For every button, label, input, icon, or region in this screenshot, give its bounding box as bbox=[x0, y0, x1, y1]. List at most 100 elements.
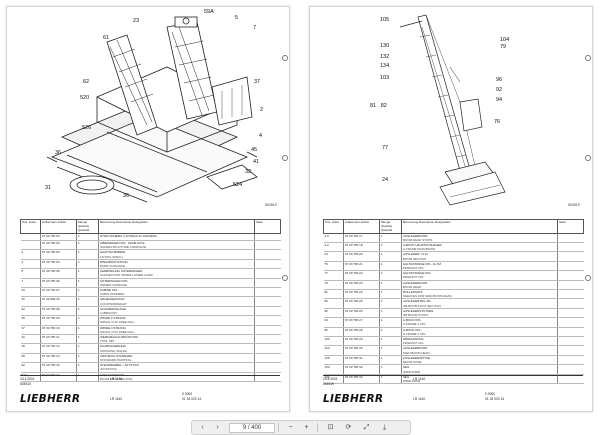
part-page bbox=[254, 249, 281, 260]
part-position-text: 7 bbox=[21, 278, 24, 283]
callout-label: 41 bbox=[253, 159, 260, 165]
part-article-number: 97 00 750 23 bbox=[343, 280, 380, 291]
part-position-text: 5 bbox=[21, 269, 24, 274]
part-quantity-text: 1 bbox=[78, 241, 80, 245]
part-position: 45 bbox=[20, 343, 41, 354]
part-description: KABINE KPL.CABIN OFFERED bbox=[98, 287, 255, 298]
part-page bbox=[557, 345, 584, 356]
table-header-row: Pos. Index Artikel Item Article Menge Qu… bbox=[20, 219, 281, 234]
zoom-in-button[interactable]: + bbox=[304, 424, 309, 431]
part-description-text: AUSLEGERKOPF bbox=[403, 233, 428, 238]
part-description-english: WIRE ROPE bbox=[403, 369, 421, 374]
part-quantity: 1 bbox=[76, 315, 99, 326]
part-quantity-text: 1 bbox=[78, 278, 80, 283]
part-position: 104 bbox=[323, 345, 344, 356]
next-page-button[interactable]: › bbox=[216, 424, 219, 431]
part-position-text: 62 bbox=[21, 363, 25, 368]
part-quantity-text: 1 bbox=[78, 353, 80, 358]
part-position-text: 37 bbox=[21, 325, 25, 330]
binder-hole bbox=[585, 55, 591, 61]
part-quantity-text: 1 bbox=[78, 316, 80, 321]
callout-label: 59A bbox=[204, 9, 214, 15]
part-description-english: CABIN OFFERED bbox=[100, 292, 125, 297]
part-position-text: 59 bbox=[21, 353, 25, 358]
zoom-out-button[interactable]: − bbox=[288, 424, 293, 431]
callout-label: 524 bbox=[233, 182, 243, 188]
fullscreen-icon[interactable]: ⤢ bbox=[363, 424, 370, 431]
part-article-number: 97 00 750 33 bbox=[343, 374, 380, 385]
callout-label: 5 bbox=[235, 15, 239, 21]
part-description-english: SUPERSTRUCTURE COMPLETE bbox=[100, 245, 147, 250]
part-description-english: UNDER CARRIAGE bbox=[100, 282, 128, 287]
crane-boom-drawing: 105 130 132 134 103 81 . 82 77 24 104 79… bbox=[310, 7, 592, 212]
part-position: 77 bbox=[323, 270, 344, 281]
part-quantity: 1 bbox=[76, 259, 99, 270]
part-description-text: HYDR.SCHEMA / HYDRAULIC DIAGRAM bbox=[100, 233, 157, 238]
part-description-text: RINGABSTÜTZUNG bbox=[100, 259, 128, 264]
part-description-english: PENDANT CPL. bbox=[403, 341, 425, 346]
callout-label: 104 bbox=[500, 37, 510, 43]
part-quantity-text: 1 bbox=[381, 327, 383, 332]
part-position: 5 bbox=[20, 268, 41, 279]
drawing-number: 504519 bbox=[568, 203, 580, 207]
part-quantity: 1 bbox=[379, 233, 402, 244]
liebherr-logo: LIEBHERR bbox=[20, 393, 81, 405]
part-description-text: AUSLEGERKOPF bbox=[403, 280, 428, 285]
part-description: HALTESTANGE KPL.PENDANT CPL. bbox=[401, 270, 558, 281]
part-article-number-text: 97 00 750 22 bbox=[345, 271, 363, 276]
part-quantity-text: 1 bbox=[381, 290, 383, 295]
part-quantity-text: 1 bbox=[381, 355, 383, 360]
part-description-text: HAUPTHUBWERK bbox=[100, 250, 126, 255]
callout-label: 24 bbox=[382, 177, 389, 183]
part-article-number-text: 97 00 750 06 bbox=[42, 278, 60, 283]
part-position: 24 bbox=[323, 251, 344, 262]
table-row: 7 97 00 750 06 1 UNTERWAGEN KPL.UNDER CARRI… bbox=[20, 278, 281, 289]
callout-label: 79 bbox=[500, 44, 507, 50]
page-number-input[interactable]: 9 / 400 bbox=[229, 423, 275, 433]
callout-label: 37 bbox=[254, 79, 261, 85]
part-description-english: WINCH 3 NO FREE FALL bbox=[100, 320, 135, 325]
part-article-number-text: 97 00 750 08 bbox=[42, 306, 60, 311]
part-position-text: 45 bbox=[21, 344, 25, 349]
part-position-text: 2 bbox=[21, 250, 24, 255]
part-position-text: 132 bbox=[324, 374, 330, 379]
toolbar-divider bbox=[317, 423, 318, 432]
footer-code: 01 34 020 14 bbox=[485, 397, 505, 401]
part-description-text: AUSLEGERKOPF bbox=[403, 346, 428, 351]
column-header: Menge Quantity Quantité bbox=[379, 219, 402, 234]
part-description-english: STANDARD PAINTING bbox=[100, 358, 132, 363]
callout-label: 36 bbox=[55, 150, 62, 156]
column-header: Benennung Description Désignation bbox=[98, 219, 255, 234]
previous-page-button[interactable]: ‹ bbox=[201, 424, 204, 431]
download-icon[interactable]: ⤓ bbox=[382, 424, 387, 431]
part-position: 82 bbox=[323, 298, 344, 309]
part-quantity-text: 1 bbox=[381, 308, 383, 313]
part-quantity: 1 bbox=[76, 296, 99, 307]
footer-model-small: LR 1140 bbox=[110, 397, 123, 401]
part-article-number: 97 00 750 02 bbox=[40, 240, 77, 251]
part-description-text: STEUERHEBEL / JOYSTICK bbox=[100, 363, 140, 368]
rotate-icon[interactable]: ⟳ bbox=[345, 424, 352, 431]
part-description: UNTERWAGEN KPL.UNDER CARRIAGE bbox=[98, 278, 255, 289]
fit-page-icon[interactable]: ⊡ bbox=[327, 424, 334, 431]
part-article-number-text: 97 00 750 24 bbox=[345, 290, 363, 295]
part-article-number: 97 00 750 18 bbox=[343, 242, 380, 253]
part-quantity-text: 1 bbox=[78, 269, 80, 274]
crane-drawing-svg bbox=[46, 16, 258, 203]
part-description-text: A-BOCK KPL. bbox=[403, 318, 422, 323]
part-article-number-text: 97 00 750 32 bbox=[345, 365, 363, 370]
part-description-english: BOOM HEAD STOPS bbox=[403, 237, 433, 242]
part-page bbox=[254, 268, 281, 279]
